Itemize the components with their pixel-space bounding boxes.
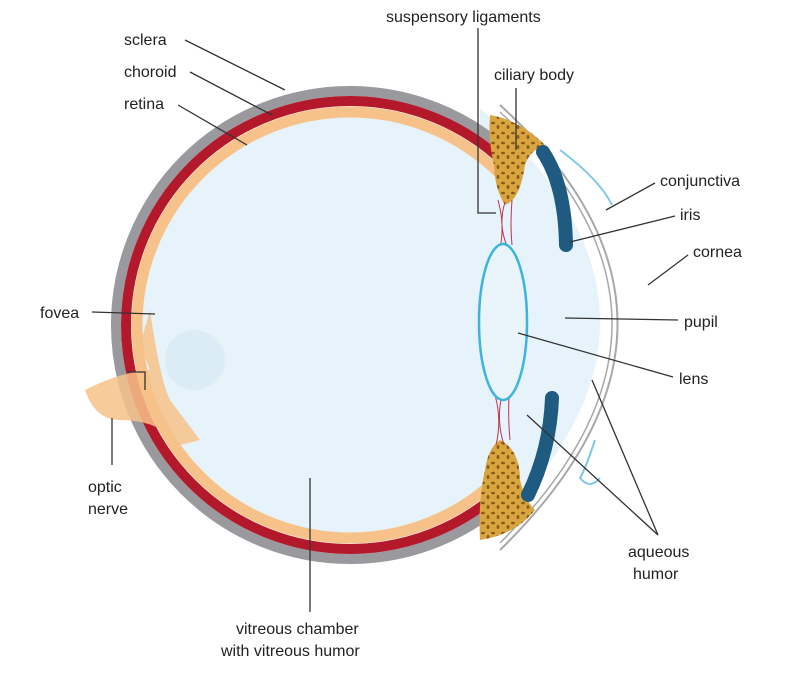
label-choroid: choroid [124, 64, 176, 81]
label-conjunctiva: conjunctiva [660, 173, 740, 190]
conjunctiva [559, 149, 613, 206]
label-sclera: sclera [124, 32, 167, 49]
label-pupil: pupil [684, 314, 718, 331]
conjunctiva-lower [578, 439, 601, 485]
label-optic-nerve-1: optic [88, 479, 122, 496]
choroid [121, 96, 505, 554]
ciliary-body-lower [479, 440, 535, 540]
vitreous-chamber [142, 117, 558, 533]
iris-lower [521, 391, 559, 502]
label-fovea: fovea [40, 305, 79, 322]
label-cornea: cornea [693, 244, 742, 261]
lens [477, 242, 529, 402]
sclera [111, 86, 505, 564]
label-lens: lens [679, 371, 708, 388]
label-aqueous-humor-2: humor [633, 566, 679, 583]
leader-lines [91, 28, 689, 612]
label-aqueous-humor-1: aqueous [628, 544, 689, 561]
label-ciliary-body: ciliary body [494, 67, 574, 84]
label-vitreous-2: with vitreous humor [220, 643, 360, 660]
label-vitreous-1: vitreous chamber [236, 621, 359, 638]
retina [131, 106, 505, 544]
label-optic-nerve-2: nerve [88, 501, 128, 518]
label-suspensory-ligaments: suspensory ligaments [386, 9, 541, 26]
blind-spot-area [165, 330, 225, 390]
label-retina: retina [124, 96, 164, 113]
label-iris: iris [680, 207, 700, 224]
iris-upper [536, 145, 573, 252]
ciliary-body-upper [489, 115, 545, 205]
optic-nerve [85, 310, 200, 445]
